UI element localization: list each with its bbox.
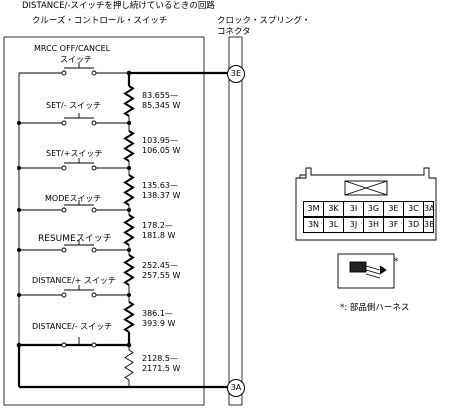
switch-label-distance-plus: DISTANCE/+ スイッチ bbox=[32, 276, 116, 285]
resistor-3 bbox=[123, 174, 135, 206]
terminal-3e: 3E bbox=[227, 65, 245, 83]
connector-pin-cell: 3B bbox=[423, 217, 435, 233]
cruise-control-switch-box bbox=[3, 36, 205, 406]
switch-mrcc-off-cancel bbox=[19, 63, 129, 76]
connector-pin-cell: 3H bbox=[363, 217, 384, 233]
clock-spring-connector-box bbox=[228, 36, 243, 406]
resistor-value-4: 178.2—181.8 W bbox=[142, 221, 176, 240]
harness-icon bbox=[337, 253, 395, 289]
connector-pin-cell: 3F bbox=[383, 217, 404, 233]
switch-label-mode: MODEスイッチ bbox=[45, 194, 102, 203]
diagram-title: DISTANCE/-スイッチを押し続けているときの回路 bbox=[22, 1, 215, 11]
connector-pin-cell: 3K bbox=[323, 201, 344, 217]
junction-dots bbox=[16, 70, 132, 348]
switch-label-mrcc-line2: スイッチ bbox=[60, 55, 92, 64]
switch-resume bbox=[19, 240, 129, 253]
resistor-4 bbox=[123, 214, 135, 246]
resistor-value-6: 386.1—393.9 W bbox=[142, 309, 176, 328]
connector-pin-cell: 3A bbox=[423, 201, 435, 217]
resistor-value-5: 252.45—257.55 W bbox=[142, 261, 181, 280]
connector-pin-cell: 3J bbox=[343, 217, 364, 233]
harness-note: *: 部品側ハーネス bbox=[340, 303, 410, 313]
switch-mode bbox=[19, 200, 129, 213]
resistor-5 bbox=[123, 254, 135, 286]
connector-pin-cell: 3L bbox=[323, 217, 344, 233]
switch-label-set-plus: SET/+スイッチ bbox=[46, 149, 103, 158]
resistor-6 bbox=[123, 301, 135, 333]
switch-distance-minus-pressed bbox=[19, 337, 129, 348]
resistor-value-7: 2128.5—2171.5 W bbox=[142, 354, 181, 373]
connector-pin-cell: 3D bbox=[403, 217, 424, 233]
resistor-value-2: 103.95—106.05 W bbox=[142, 136, 181, 155]
resistor-2 bbox=[123, 130, 135, 162]
resistor-value-3: 135.63—138.37 W bbox=[142, 181, 181, 200]
connector-pin-cell: 3E bbox=[383, 201, 404, 217]
connector-pin-cell: 3G bbox=[363, 201, 384, 217]
resistor-7 bbox=[124, 349, 134, 381]
connector-pin-cell: 3C bbox=[403, 201, 424, 217]
switch-label-mrcc-line1: MRCC OFF/CANCEL bbox=[34, 44, 111, 53]
switch-label-resume: RESUMEスイッチ bbox=[38, 234, 112, 244]
switch-label-set-minus: SET/- スイッチ bbox=[46, 101, 102, 110]
left-box-title: クルーズ・コントロール・スイッチ bbox=[32, 16, 168, 26]
resistor-1 bbox=[123, 85, 135, 117]
connector-pin-cell: 3N bbox=[303, 217, 324, 233]
resistor-value-1: 83.655—85.345 W bbox=[142, 91, 181, 110]
switch-set-plus bbox=[19, 158, 129, 171]
switch-label-distance-minus: DISTANCE/- スイッチ bbox=[32, 322, 113, 331]
terminal-3a: 3A bbox=[227, 379, 245, 397]
switch-distance-plus bbox=[19, 285, 129, 298]
harness-asterisk: * bbox=[394, 257, 399, 267]
connector-pin-cell: 3I bbox=[343, 201, 364, 217]
right-box-title-line1: クロック・スプリング・ bbox=[217, 16, 311, 26]
connector-pin-cell: 3M bbox=[303, 201, 324, 217]
switch-set-minus bbox=[19, 113, 129, 126]
right-box-title-line2: コネクタ bbox=[217, 27, 251, 37]
